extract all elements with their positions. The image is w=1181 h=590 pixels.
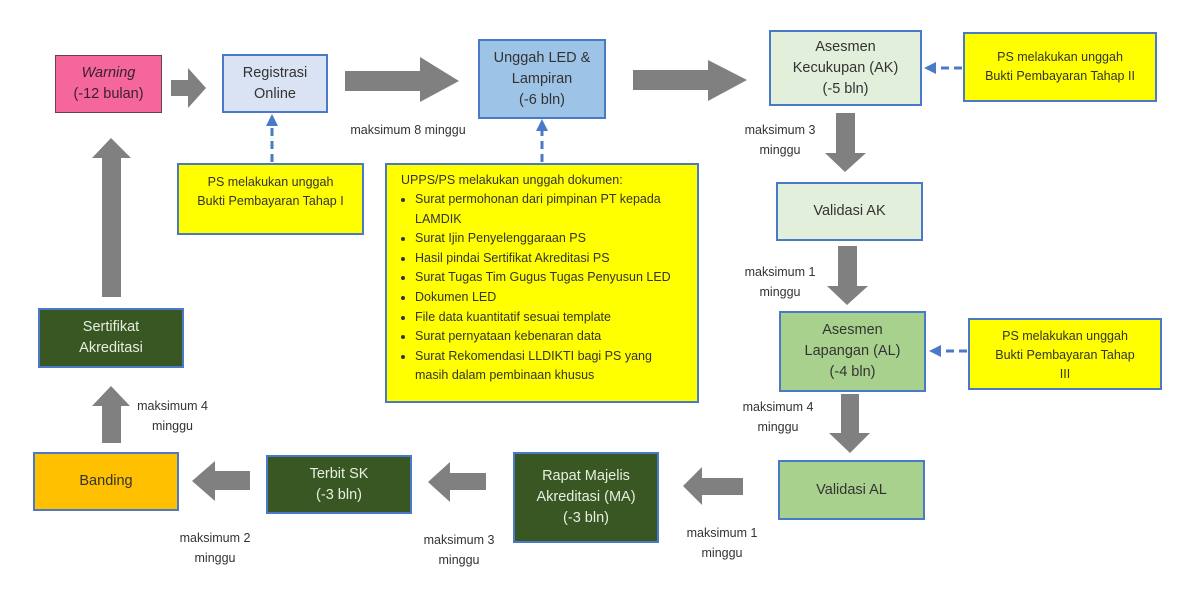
warning-sub: (-12 bulan): [73, 86, 144, 102]
arrow-validasi-al-to-rapat: [683, 467, 743, 505]
dokumen-item: Surat permohonan dari pimpinan PT kepada…: [415, 190, 687, 229]
note-unggah-dokumen: UPPS/PS melakukan unggah dokumen: Surat …: [385, 163, 699, 403]
tahap3-line1: PS melakukan unggah: [1002, 329, 1128, 343]
tahap3-line2: Bukti Pembayaran Tahap: [995, 348, 1135, 362]
duration-line2: minggu: [194, 551, 236, 565]
dokumen-item: Dokumen LED: [415, 288, 687, 308]
duration-line1: maksimum 1: [744, 265, 816, 279]
ak-line2: Kecukupan (AK): [792, 59, 899, 76]
validasi-ak-label: Validasi AK: [813, 203, 886, 219]
duration-line2: minggu: [757, 420, 799, 434]
dokumen-item: Surat Ijin Penyelenggaraan PS: [415, 229, 687, 249]
rapat-line1: Rapat Majelis: [542, 468, 630, 484]
arrow-ak-to-validasi-ak: [825, 113, 866, 172]
duration-line1: maksimum 4: [137, 399, 208, 413]
duration-line2: minggu: [438, 553, 480, 567]
arrow-rapat-to-terbit: [428, 462, 486, 502]
arrow-registrasi-to-unggah: [345, 57, 459, 102]
registrasi-line1: Registrasi: [242, 64, 308, 81]
duration-rapat-to-terbit: maksimum 3 minggu: [414, 530, 504, 570]
terbit-line2: (-3 bln): [316, 486, 362, 503]
dokumen-item: File data kuantitatif sesuai template: [415, 308, 687, 328]
node-terbit-sk: Terbit SK (-3 bln): [266, 455, 412, 514]
node-sertifikat-akreditasi: Sertifikat Akreditasi: [38, 308, 184, 368]
arrow-al-to-validasi-al: [829, 394, 870, 453]
sertifikat-line1: Sertifikat: [82, 319, 140, 335]
duration-ak-to-validasi: maksimum 3 minggu: [740, 120, 820, 160]
node-validasi-ak: Validasi AK: [776, 182, 923, 241]
node-validasi-al: Validasi AL: [778, 460, 925, 520]
arrowhead-tahap1: [266, 114, 278, 126]
duration-line1: maksimum 3: [744, 123, 816, 137]
dokumen-item: Surat pernyataan kebenaran data: [415, 327, 687, 347]
duration-validasi-to-rapat: maksimum 1 minggu: [677, 523, 767, 563]
ak-line1: Asesmen: [815, 38, 876, 55]
tahap2-line1: PS melakukan unggah: [997, 50, 1123, 64]
node-warning: Warning (-12 bulan): [55, 55, 162, 113]
duration-terbit-to-banding: maksimum 2 minggu: [170, 528, 260, 568]
ak-line3: (-5 bln): [822, 80, 869, 97]
duration-line2: minggu: [759, 143, 801, 157]
node-unggah-led: Unggah LED & Lampiran (-6 bln): [478, 39, 606, 119]
note-pembayaran-tahap-2: PS melakukan unggah Bukti Pembayaran Tah…: [963, 32, 1157, 102]
duration-line2: minggu: [759, 285, 801, 299]
tahap3-line3: III: [1059, 367, 1071, 381]
tahap1-line1: PS melakukan unggah: [207, 175, 334, 189]
banding-label: Banding: [79, 473, 133, 489]
duration-banding-to-sertifikat: maksimum 4 minggu: [130, 396, 215, 436]
arrowhead-tahap3: [929, 345, 941, 357]
unggah-line3: (-6 bln): [519, 91, 565, 108]
arrow-unggah-to-ak: [633, 60, 747, 101]
dokumen-item: Surat Tugas Tim Gugus Tugas Penyusun LED: [415, 268, 687, 288]
dokumen-item: Hasil pindai Sertifikat Akreditasi PS: [415, 249, 687, 269]
terbit-line1: Terbit SK: [309, 465, 369, 482]
node-registrasi-online: Registrasi Online: [222, 54, 328, 113]
arrow-terbit-to-banding: [192, 461, 250, 501]
al-line2: Lapangan (AL): [804, 343, 901, 359]
unggah-line1: Unggah LED &: [493, 49, 591, 66]
node-asesmen-lapangan: Asesmen Lapangan (AL) (-4 bln): [779, 311, 926, 392]
arrowhead-tahap2: [924, 62, 936, 74]
note-pembayaran-tahap-3: PS melakukan unggah Bukti Pembayaran Tah…: [968, 318, 1162, 390]
node-rapat-majelis: Rapat Majelis Akreditasi (MA) (-3 bln): [513, 452, 659, 543]
arrowhead-dokumen: [536, 119, 548, 131]
warning-title: Warning: [81, 65, 136, 81]
rapat-line2: Akreditasi (MA): [536, 489, 636, 505]
sertifikat-line2: Akreditasi: [79, 340, 143, 356]
duration-validasi-to-al: maksimum 1 minggu: [740, 262, 820, 302]
note-pembayaran-tahap-1: PS melakukan unggah Bukti Pembayaran Tah…: [177, 163, 364, 235]
duration-line2: minggu: [152, 419, 193, 433]
validasi-al-label: Validasi AL: [816, 481, 887, 498]
duration-line1: maksimum 3: [423, 533, 495, 547]
tahap1-line2: Bukti Pembayaran Tahap I: [197, 194, 344, 208]
arrow-sertifikat-to-warning: [92, 138, 131, 297]
duration-line2: minggu: [701, 546, 743, 560]
duration-line1: maksimum 2: [179, 531, 251, 545]
dokumen-heading: UPPS/PS melakukan unggah dokumen:: [401, 173, 623, 187]
dokumen-item: Surat Rekomendasi LLDIKTI bagi PS yang m…: [415, 347, 687, 386]
unggah-line2: Lampiran: [511, 70, 573, 87]
duration-reg-to-unggah: maksimum 8 minggu: [350, 123, 466, 137]
duration-al-to-validasi: maksimum 4 minggu: [738, 397, 818, 437]
registrasi-line2: Online: [254, 85, 296, 102]
duration-line1: maksimum 4: [742, 400, 814, 414]
al-line1: Asesmen: [822, 322, 883, 338]
arrow-warning-to-registrasi: [171, 68, 206, 108]
tahap2-line2: Bukti Pembayaran Tahap II: [985, 69, 1135, 83]
arrow-validasi-ak-to-al: [827, 246, 868, 305]
arrow-banding-to-sertifikat: [92, 386, 130, 443]
node-asesmen-kecukupan: Asesmen Kecukupan (AK) (-5 bln): [769, 30, 922, 106]
node-banding: Banding: [33, 452, 179, 511]
dokumen-list: Surat permohonan dari pimpinan PT kepada…: [401, 190, 687, 386]
rapat-line3: (-3 bln): [563, 510, 609, 526]
duration-line1: maksimum 1: [686, 526, 758, 540]
al-line3: (-4 bln): [829, 364, 876, 380]
